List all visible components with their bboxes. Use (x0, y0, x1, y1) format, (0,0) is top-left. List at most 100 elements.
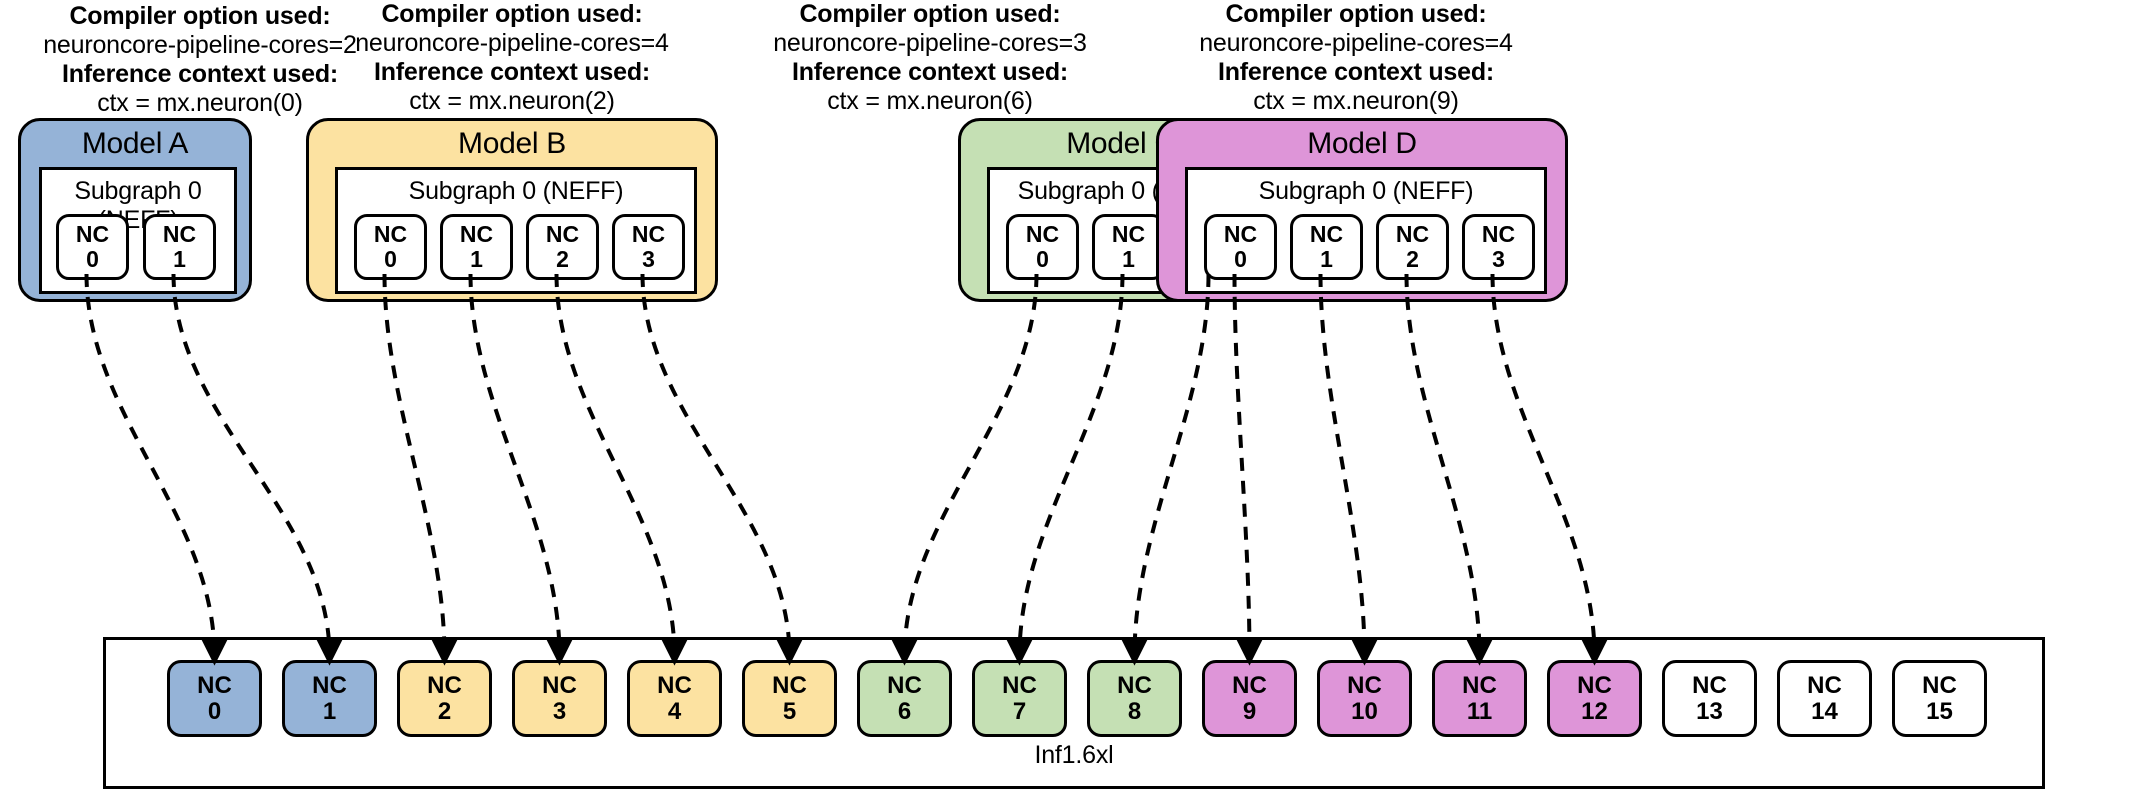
core-name: NC (162, 221, 197, 248)
core-index: 1 (173, 246, 186, 272)
core-name: NC (1232, 671, 1267, 699)
inference-context-value: ctx = mx.neuron(6) (827, 87, 1033, 115)
inference-context-value: ctx = mx.neuron(0) (97, 89, 303, 117)
core-index: 0 (1234, 246, 1247, 272)
core-index: 10 (1351, 697, 1378, 725)
subgraph-box: Subgraph 0 (NEFF) NC 0 NC 1 NC 2 NC 3 (1185, 167, 1547, 294)
core-index: 0 (207, 697, 222, 725)
core-name: NC (1309, 221, 1344, 248)
core-name: NC (542, 671, 577, 699)
core-index: 6 (897, 697, 912, 725)
core-index: 7 (1012, 697, 1027, 725)
inference-context-label: Inference context used: (61, 60, 339, 88)
core-index: 15 (1926, 697, 1953, 725)
model-card-b[interactable]: Model B Subgraph 0 (NEFF) NC 0 NC 1 NC 2… (306, 118, 718, 302)
core-name: NC (1922, 671, 1957, 699)
inference-context-value: ctx = mx.neuron(9) (1253, 87, 1459, 115)
compiler-option-value: neuroncore-pipeline-cores=4 (355, 29, 669, 57)
inference-context-label: Inference context used: (373, 58, 651, 86)
model-card-a[interactable]: Model A Subgraph 0 (NEFF) NC 0 NC 1 (18, 118, 252, 302)
model-core-chip[interactable]: NC 0 (1006, 214, 1079, 280)
mapping-arrow (468, 273, 574, 666)
caption-model-b: Compiler option used: neuroncore-pipelin… (312, 0, 712, 116)
core-index: 1 (322, 697, 337, 725)
core-index: 4 (667, 697, 682, 725)
compiler-option-value: neuroncore-pipeline-cores=2 (43, 31, 357, 59)
subgraph-box: Subgraph 0 (NEFF) NC 0 NC 1 (39, 167, 237, 294)
inference-context-label: Inference context used: (1217, 58, 1495, 86)
mapping-arrow (382, 273, 459, 666)
core-index: 2 (556, 246, 569, 272)
mapping-arrow (84, 273, 229, 666)
model-core-chip[interactable]: NC 0 (56, 214, 129, 280)
core-index: 3 (552, 697, 567, 725)
compiler-option-label: Compiler option used: (1225, 0, 1487, 28)
mapping-arrow (1232, 273, 1264, 666)
model-core-chip[interactable]: NC 0 (1204, 214, 1277, 280)
core-name: NC (1223, 221, 1258, 248)
model-core-chip[interactable]: NC 1 (1092, 214, 1165, 280)
model-core-chip[interactable]: NC 1 (440, 214, 513, 280)
mapping-arrow (640, 273, 804, 666)
model-card-d[interactable]: Model D Subgraph 0 (NEFF) NC 0 NC 1 NC 2… (1156, 118, 1568, 302)
core-name: NC (1462, 671, 1497, 699)
mapping-arrow (554, 273, 689, 666)
core-index: 0 (1036, 246, 1049, 272)
model-core-chip[interactable]: NC 2 (1376, 214, 1449, 280)
core-name: NC (75, 221, 110, 248)
core-index: 11 (1466, 697, 1493, 725)
core-index: 13 (1696, 697, 1723, 725)
mapping-arrow (1318, 273, 1379, 666)
core-name: NC (373, 221, 408, 248)
mapping-arrow (1404, 273, 1494, 666)
core-name: NC (887, 671, 922, 699)
core-index: 14 (1811, 697, 1838, 725)
model-core-chip[interactable]: NC 1 (143, 214, 216, 280)
core-name: NC (1002, 671, 1037, 699)
instance-label: Inf1.6xl (1034, 741, 1114, 769)
core-name: NC (657, 671, 692, 699)
core-name: NC (1692, 671, 1727, 699)
model-core-chip[interactable]: NC 3 (1462, 214, 1535, 280)
core-index: 0 (86, 246, 99, 272)
core-name: NC (1347, 671, 1382, 699)
core-name: NC (1481, 221, 1516, 248)
compiler-option-label: Compiler option used: (799, 0, 1061, 28)
model-core-chip[interactable]: NC 0 (354, 214, 427, 280)
core-name: NC (545, 221, 580, 248)
model-core-chip[interactable]: NC 1 (1290, 214, 1363, 280)
core-name: NC (459, 221, 494, 248)
core-index: 8 (1127, 697, 1142, 725)
core-name: NC (1025, 221, 1060, 248)
subgraph-title: Subgraph 0 (NEFF) (408, 177, 624, 205)
model-core-chip[interactable]: NC 3 (612, 214, 685, 280)
mapping-arrow (1005, 273, 1125, 666)
core-index: 12 (1581, 697, 1608, 725)
core-name: NC (631, 221, 666, 248)
caption-model-c: Compiler option used: neuroncore-pipelin… (730, 0, 1130, 116)
core-index: 0 (384, 246, 397, 272)
core-name: NC (1111, 221, 1146, 248)
core-name: NC (1577, 671, 1612, 699)
caption-model-a: Compiler option used: neuroncore-pipelin… (0, 2, 400, 118)
model-title: Model B (458, 127, 566, 160)
model-core-chip[interactable]: NC 2 (526, 214, 599, 280)
inference-context-value: ctx = mx.neuron(2) (409, 87, 615, 115)
